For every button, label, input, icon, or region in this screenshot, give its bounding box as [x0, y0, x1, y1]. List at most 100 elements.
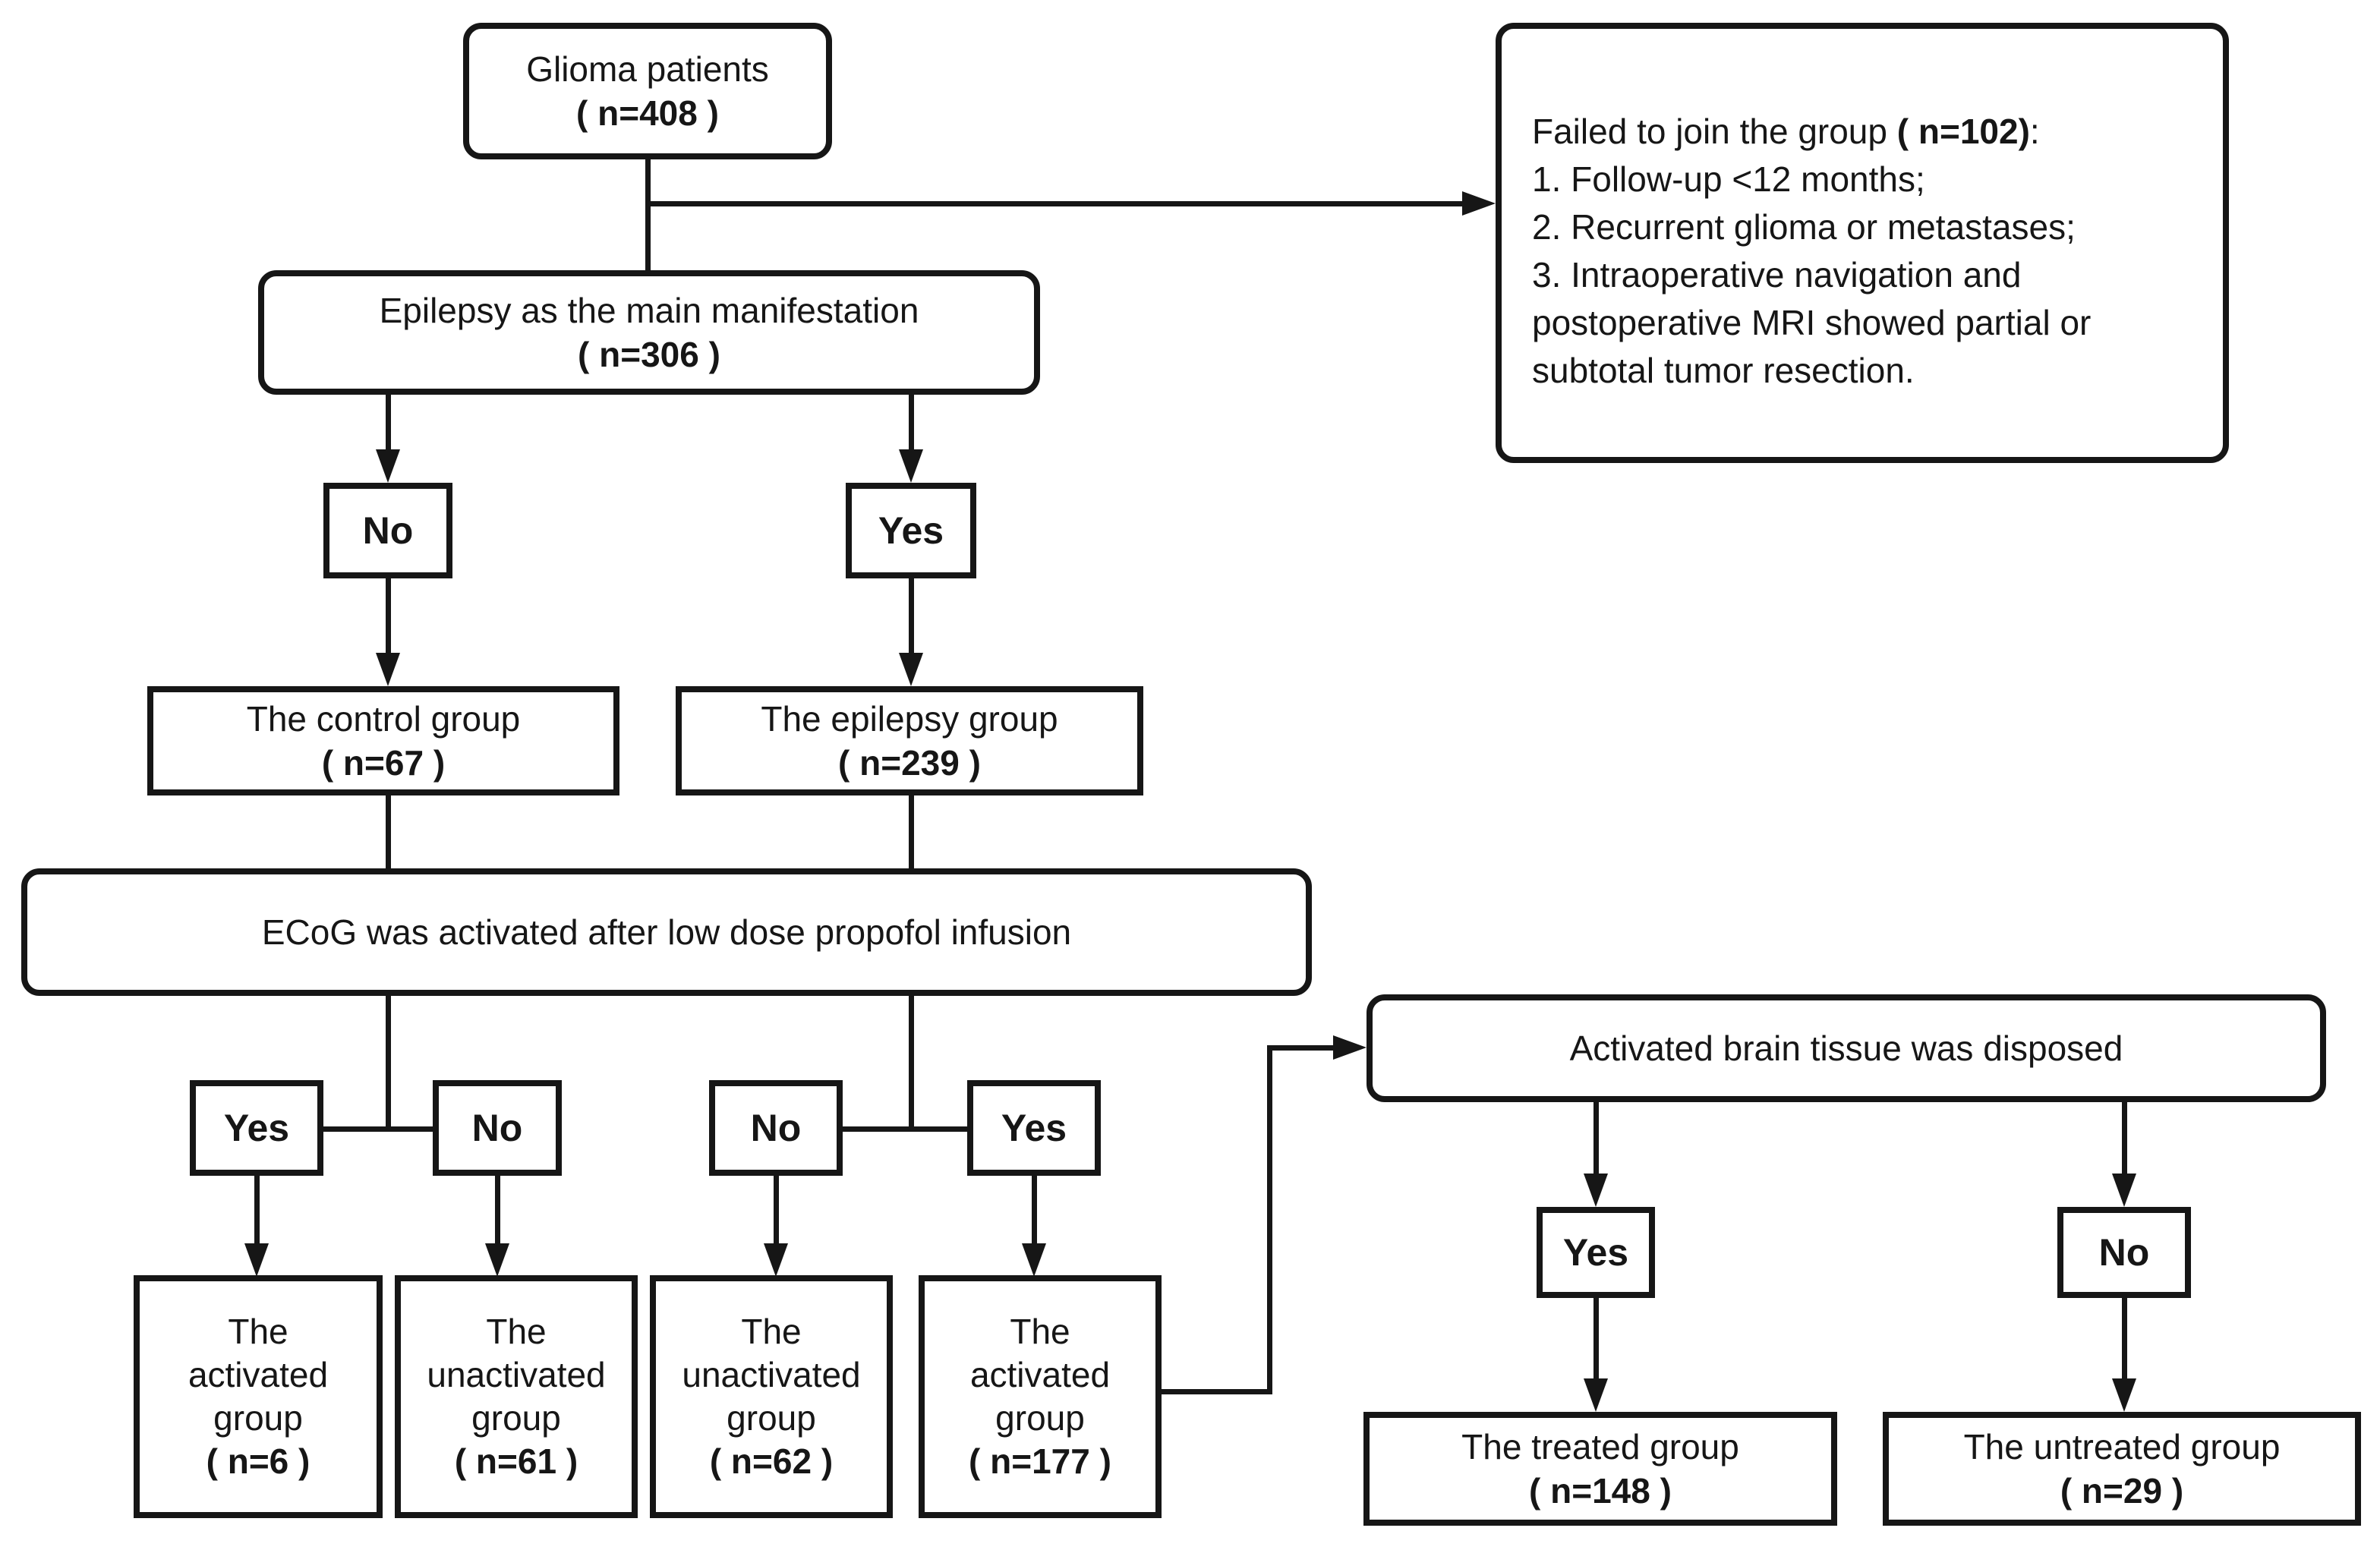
box-epilepsy-manifestation: Epilepsy as the main manifestation ( n=3…	[258, 270, 1040, 395]
decision-no-4-label: No	[2098, 1231, 2150, 1274]
edge-yes1-to-epilepsy-group	[909, 578, 914, 654]
epilepsy-manifestation-label: Epilepsy as the main manifestation	[379, 291, 919, 330]
edge-manifestation-to-no	[386, 395, 391, 451]
box-glioma-patients: Glioma patients ( n=408 )	[463, 23, 832, 159]
arrowhead-into-disposed	[1333, 1035, 1367, 1060]
unactivated-group-62-count: ( n=62 )	[709, 1441, 834, 1481]
edge-epilepsy-group-to-ecog	[909, 795, 914, 868]
edge-no4-to-untreated	[2122, 1298, 2127, 1378]
arrowhead-into-no4	[2112, 1174, 2136, 1207]
box-ecog-activation: ECoG was activated after low dose propof…	[21, 868, 1312, 996]
edge-disposed-to-no4	[2122, 1102, 2127, 1174]
epilepsy-group-label: The epilepsy group	[761, 699, 1058, 739]
decision-yes-3-label: Yes	[1001, 1107, 1067, 1149]
box-unactivated-group-61: The unactivated group ( n=61 )	[395, 1275, 638, 1518]
box-decision-no-1: No	[323, 483, 452, 578]
arrowhead-into-untreated	[2112, 1378, 2136, 1412]
box-decision-no-2: No	[433, 1080, 562, 1176]
activated-group-177-line3: group	[995, 1398, 1085, 1438]
unactivated-group-62-line3: group	[727, 1398, 816, 1438]
edge-disposed-to-yes4	[1593, 1102, 1599, 1174]
decision-no-3-label: No	[750, 1107, 802, 1149]
arrowhead-into-control	[376, 653, 400, 686]
arrowhead-into-epilepsy-group	[899, 653, 923, 686]
decision-yes-2-label: Yes	[223, 1107, 290, 1149]
decision-yes-4-label: Yes	[1562, 1231, 1629, 1274]
edge-activated177-elbow-bottom	[1162, 1389, 1272, 1394]
box-disposed: Activated brain tissue was disposed	[1367, 994, 2326, 1102]
activated-group-177-count: ( n=177 )	[969, 1441, 1111, 1481]
unactivated-group-62-line1: The	[741, 1312, 802, 1351]
edge-yes2-to-activated6	[254, 1176, 260, 1245]
arrowhead-into-excluded	[1462, 191, 1496, 216]
ecog-activation-label: ECoG was activated after low dose propof…	[261, 912, 1072, 952]
edge-right-junction-horizontal	[843, 1126, 967, 1132]
decision-no-2-label: No	[471, 1107, 523, 1149]
edge-manifestation-to-yes	[909, 395, 914, 451]
arrowhead-into-unactivated61	[485, 1243, 509, 1277]
edge-glioma-to-excluded	[645, 201, 1465, 206]
treated-group-count: ( n=148 )	[1529, 1471, 1672, 1511]
box-decision-yes-4: Yes	[1537, 1207, 1655, 1298]
box-decision-yes-3: Yes	[967, 1080, 1101, 1176]
edge-no3-to-unactivated62	[774, 1176, 779, 1245]
edge-no2-to-unactivated61	[495, 1176, 500, 1245]
box-decision-no-3: No	[709, 1080, 843, 1176]
edge-no1-to-control	[386, 578, 391, 654]
box-treated-group: The treated group ( n=148 )	[1363, 1412, 1837, 1526]
edge-glioma-to-manifestation	[645, 159, 651, 270]
box-failed-to-join: Failed to join the group ( n=102): 1. Fo…	[1496, 23, 2229, 463]
edge-ecog-to-left-junction	[386, 996, 391, 1132]
box-untreated-group: The untreated group ( n=29 )	[1883, 1412, 2361, 1526]
edge-left-junction-horizontal	[323, 1126, 433, 1132]
decision-yes-1-label: Yes	[878, 509, 944, 552]
activated-group-6-line2: activated	[188, 1355, 329, 1394]
exclusion-item-1: 1. Follow-up <12 months;	[1532, 159, 1925, 199]
disposed-label: Activated brain tissue was disposed	[1569, 1029, 2123, 1068]
activated-group-177-line1: The	[1010, 1312, 1070, 1351]
unactivated-group-61-line3: group	[471, 1398, 561, 1438]
box-activated-group-6: The activated group ( n=6 )	[134, 1275, 383, 1518]
arrowhead-into-no1	[376, 449, 400, 483]
arrowhead-into-treated	[1584, 1378, 1608, 1412]
unactivated-group-61-line1: The	[486, 1312, 547, 1351]
box-unactivated-group-62: The unactivated group ( n=62 )	[650, 1275, 893, 1518]
arrowhead-into-activated177	[1022, 1243, 1046, 1277]
untreated-group-label: The untreated group	[1963, 1427, 2281, 1467]
treated-group-label: The treated group	[1461, 1427, 1739, 1467]
epilepsy-manifestation-count: ( n=306 )	[578, 335, 720, 374]
arrowhead-into-unactivated62	[764, 1243, 788, 1277]
unactivated-group-62-line2: unactivated	[682, 1355, 861, 1394]
glioma-patients-count: ( n=408 )	[576, 93, 719, 133]
box-decision-yes-1: Yes	[846, 483, 976, 578]
exclusion-item-3: 3. Intraoperative navigation and postope…	[1532, 255, 2092, 390]
arrowhead-into-activated6	[244, 1243, 269, 1277]
activated-group-6-line1: The	[228, 1312, 288, 1351]
activated-group-6-line3: group	[213, 1398, 303, 1438]
box-control-group: The control group ( n=67 )	[147, 686, 619, 795]
exclusion-item-2: 2. Recurrent glioma or metastases;	[1532, 207, 2076, 247]
control-group-label: The control group	[246, 699, 521, 739]
failed-to-join-title: Failed to join the group ( n=102):	[1532, 112, 2040, 151]
edge-activated177-elbow-vertical	[1267, 1045, 1272, 1394]
edge-elbow-to-disposed	[1267, 1045, 1335, 1051]
untreated-group-count: ( n=29 )	[2060, 1471, 2184, 1511]
arrowhead-into-yes1	[899, 449, 923, 483]
edge-ecog-to-right-junction	[909, 996, 914, 1132]
activated-group-6-count: ( n=6 )	[206, 1441, 311, 1481]
decision-no-1-label: No	[362, 509, 414, 552]
control-group-count: ( n=67 )	[321, 743, 446, 783]
unactivated-group-61-count: ( n=61 )	[454, 1441, 578, 1481]
box-epilepsy-group: The epilepsy group ( n=239 )	[676, 686, 1143, 795]
epilepsy-group-count: ( n=239 )	[838, 743, 981, 783]
arrowhead-into-yes4	[1584, 1174, 1608, 1207]
activated-group-177-line2: activated	[969, 1355, 1111, 1394]
glioma-patients-label: Glioma patients	[526, 49, 769, 89]
unactivated-group-61-line2: unactivated	[427, 1355, 606, 1394]
box-activated-group-177: The activated group ( n=177 )	[919, 1275, 1162, 1518]
box-decision-yes-2: Yes	[190, 1080, 323, 1176]
edge-yes3-to-activated177	[1032, 1176, 1037, 1245]
edge-control-to-ecog	[386, 795, 391, 868]
edge-yes4-to-treated	[1593, 1298, 1599, 1378]
